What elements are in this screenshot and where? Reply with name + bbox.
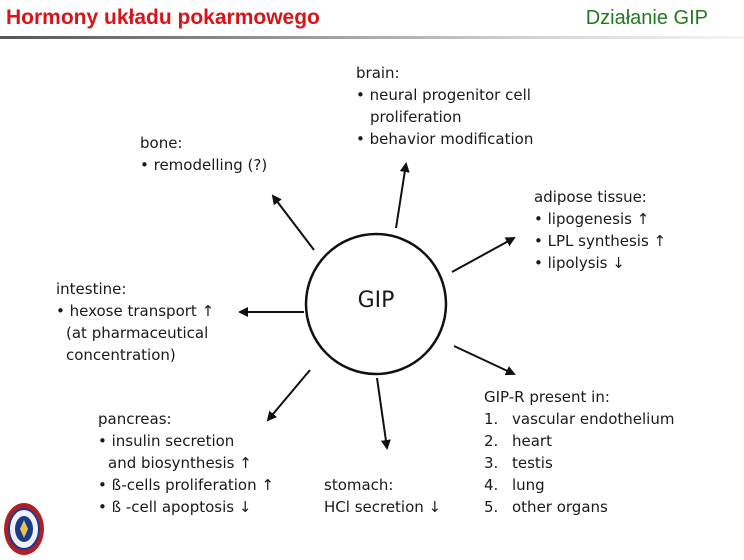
stomach-heading: stomach: [324, 476, 394, 494]
intestine-effects: intestine: • hexose transport ↑ (at phar… [56, 278, 214, 366]
gipr-item-text: vascular endothelium [512, 410, 675, 428]
intestine-heading: intestine: [56, 280, 127, 298]
pancreas-effects: pancreas: • insulin secretion and biosyn… [98, 408, 274, 518]
gipr-item-number: 5. [484, 498, 499, 516]
intestine-item: concentration) [66, 346, 176, 364]
header-divider [0, 36, 744, 39]
pancreas-item: • ß-cells proliferation ↑ [98, 476, 274, 494]
gipr-list-item: 3. testis [484, 452, 674, 474]
gip-center-label: GIP [357, 288, 395, 313]
arrow-to-gipr [453, 345, 516, 376]
adipose-item: • lipolysis ↓ [534, 254, 625, 272]
gipr-list-item: 5. other organs [484, 496, 674, 518]
gipr-heading: GIP-R present in: [484, 388, 610, 406]
brain-heading: brain: [356, 64, 400, 82]
adipose-effects: adipose tissue: • lipogenesis ↑ • LPL sy… [534, 186, 666, 274]
gipr-item-number: 3. [484, 454, 499, 472]
gipr-item-text: testis [512, 454, 553, 472]
gipr-item-text: lung [512, 476, 545, 494]
pancreas-item: • insulin secretion [98, 432, 235, 450]
pancreas-item: and biosynthesis ↑ [108, 454, 252, 472]
adipose-heading: adipose tissue: [534, 188, 647, 206]
gipr-item-text: heart [512, 432, 552, 450]
intestine-item: (at pharmaceutical [66, 324, 209, 342]
gipr-item-number: 4. [484, 476, 499, 494]
gipr-item-text: other organs [512, 498, 608, 516]
bone-heading: bone: [140, 134, 183, 152]
arrow-to-brain [395, 162, 410, 229]
stomach-item: HCl secretion ↓ [324, 498, 442, 516]
gipr-list-item: 2. heart [484, 430, 674, 452]
pancreas-heading: pancreas: [98, 410, 172, 428]
gipr-list-item: 1. vascular endothelium [484, 408, 674, 430]
brain-effects: brain: • neural progenitor cell prolifer… [356, 62, 533, 150]
gipr-item-number: 1. [484, 410, 499, 428]
stomach-effects: stomach: HCl secretion ↓ [324, 474, 441, 518]
arrow-to-pancreas [266, 369, 311, 422]
gipr-list-item: 4. lung [484, 474, 674, 496]
adipose-item: • lipogenesis ↑ [534, 210, 650, 228]
bone-item: • remodelling (?) [140, 156, 268, 174]
university-seal-icon [4, 503, 44, 555]
pancreas-item: • ß -cell apoptosis ↓ [98, 498, 252, 516]
slide-subtitle: Działanie GIP [585, 7, 708, 29]
arrow-to-adipose [451, 237, 516, 273]
gipr-item-number: 2. [484, 432, 499, 450]
arrow-to-stomach [376, 377, 391, 450]
brain-item: • neural progenitor cell [356, 86, 531, 104]
slide-title: Hormony układu pokarmowego [6, 6, 320, 29]
bone-effects: bone: • remodelling (?) [140, 132, 267, 176]
slide-header: Hormony układu pokarmowego Działanie GIP [0, 0, 744, 44]
brain-item: • behavior modification [356, 130, 534, 148]
brain-item: proliferation [370, 108, 462, 126]
gipr-list: GIP-R present in: 1. vascular endothelium… [484, 386, 674, 518]
intestine-item: • hexose transport ↑ [56, 302, 215, 320]
adipose-item: • LPL synthesis ↑ [534, 232, 667, 250]
arrow-to-bone [271, 194, 315, 251]
gip-circle [304, 232, 448, 376]
